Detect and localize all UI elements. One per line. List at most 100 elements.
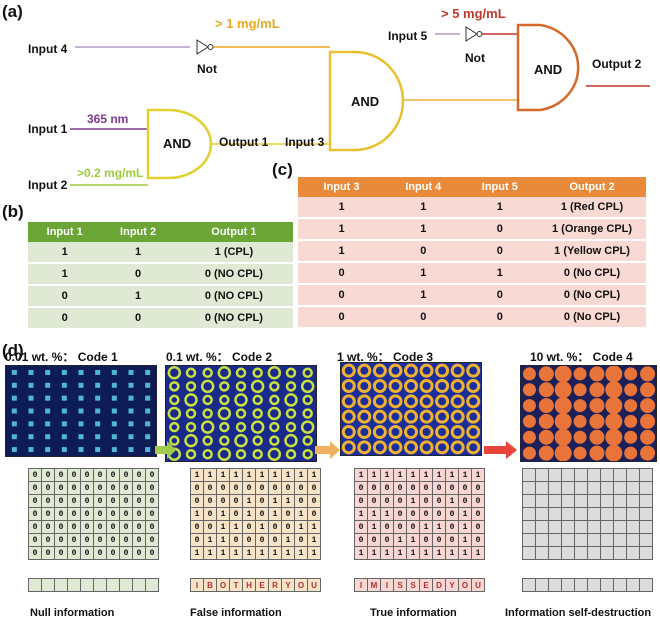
photo-spot	[145, 369, 151, 375]
grid-cell: 0	[256, 495, 269, 508]
photo-spot	[589, 445, 605, 461]
table-cell: 1	[385, 197, 462, 219]
grid-cell: 1	[459, 521, 472, 534]
grid-cell: 0	[368, 495, 381, 508]
letter-cell	[523, 579, 536, 592]
grid-cell: 0	[120, 482, 133, 495]
photo-spot	[435, 425, 450, 439]
grid-cell: 1	[191, 508, 204, 521]
grid-cell: 1	[243, 495, 256, 508]
truth-table-b: Input 1 Input 2 Output 1 1 1 1 (CPL) 1 0…	[28, 222, 293, 330]
photo-spot	[267, 406, 282, 421]
grid-cell: 0	[204, 508, 217, 521]
grid-cell: 1	[295, 547, 308, 560]
grid-cell: 0	[81, 521, 94, 534]
grid-cell	[549, 469, 562, 482]
letter-cell	[94, 579, 107, 592]
grid-cell: 0	[120, 547, 133, 560]
photo-spot	[573, 383, 587, 397]
grid-cell	[627, 482, 640, 495]
grid-cell: 1	[217, 547, 230, 560]
photo-spot	[404, 363, 418, 378]
arrow-icon	[155, 441, 176, 459]
grid-cell: 0	[204, 482, 217, 495]
grid-cell: 0	[146, 482, 159, 495]
grid-cell: 1	[407, 547, 420, 560]
grid-cell	[523, 508, 536, 521]
table-cell: 1	[461, 197, 539, 219]
photo-spot	[217, 366, 232, 380]
code2-photo	[165, 365, 317, 462]
photo-spot	[589, 429, 605, 445]
photo-spot	[357, 379, 372, 393]
photo-spot	[61, 408, 67, 414]
photo-spot	[450, 440, 465, 455]
photo-spot	[128, 447, 134, 453]
table-header: Output 1	[174, 222, 293, 242]
grid-cell	[627, 508, 640, 521]
photo-spot	[372, 440, 387, 455]
grid-cell	[614, 469, 627, 482]
grid-cell: 0	[68, 521, 81, 534]
grid-cell: 0	[94, 534, 107, 547]
table-header: Input 3	[298, 177, 385, 197]
photo-spot	[357, 425, 372, 439]
photo-spot	[28, 395, 34, 401]
photo-spot	[78, 408, 84, 414]
photo-spot	[95, 434, 101, 440]
photo-spot	[269, 435, 280, 446]
grid-cell: 1	[394, 547, 407, 560]
grid-cell	[575, 547, 588, 560]
photo-spot	[538, 366, 554, 382]
photo-spot	[128, 369, 134, 375]
grid-cell: 0	[394, 521, 407, 534]
photo-spot	[285, 421, 297, 433]
photo-spot	[128, 434, 134, 440]
table-cell: 1 (Yellow CPL)	[538, 240, 646, 263]
letter-cell: I	[381, 579, 394, 592]
photo-spot	[624, 430, 638, 444]
grid-cell: 0	[381, 482, 394, 495]
photo-spot	[640, 366, 656, 382]
grid-cell: 0	[81, 508, 94, 521]
grid-cell: 1	[446, 495, 459, 508]
grid-cell	[627, 547, 640, 560]
grid-cell: 1	[420, 469, 433, 482]
grid-cell	[575, 534, 588, 547]
grid-cell	[588, 469, 601, 482]
grid-cell: 0	[133, 469, 146, 482]
grid-cell: 1	[295, 469, 308, 482]
grid-cell: 1	[217, 469, 230, 482]
and-gate-3	[516, 23, 580, 112]
table-cell: 1	[385, 262, 462, 285]
letter-cell	[601, 579, 614, 592]
photo-spot	[235, 421, 247, 433]
output1-label: Output 1	[219, 135, 269, 149]
photo-spot	[234, 433, 248, 448]
photo-spot	[202, 367, 213, 379]
photo-spot	[466, 379, 481, 393]
table-cell: 1	[101, 285, 175, 308]
photo-spot	[267, 447, 282, 461]
grid-cell: 0	[407, 508, 420, 521]
grid-cell: 0	[256, 534, 269, 547]
photo-spot	[78, 434, 84, 440]
input3-label: Input 3	[285, 135, 325, 149]
grid-cell: 0	[29, 508, 42, 521]
grid-cell: 1	[243, 508, 256, 521]
table-cell: 1	[298, 218, 385, 241]
photo-spot	[466, 394, 481, 409]
grid-cell: 0	[94, 495, 107, 508]
grid-cell: 1	[191, 469, 204, 482]
photo-spot	[435, 440, 450, 455]
input5-label: Input 5	[388, 29, 428, 43]
grid-cell	[562, 547, 575, 560]
photo-spot	[624, 399, 638, 413]
grid-cell: 0	[381, 495, 394, 508]
photo-spot	[640, 398, 656, 414]
letter-cell	[133, 579, 146, 592]
grid-cell	[575, 508, 588, 521]
grid-cell: 0	[55, 482, 68, 495]
code4-title: 10 wt. %： Code 4	[530, 350, 633, 364]
table-cell: 0 (No CPL)	[538, 284, 646, 307]
